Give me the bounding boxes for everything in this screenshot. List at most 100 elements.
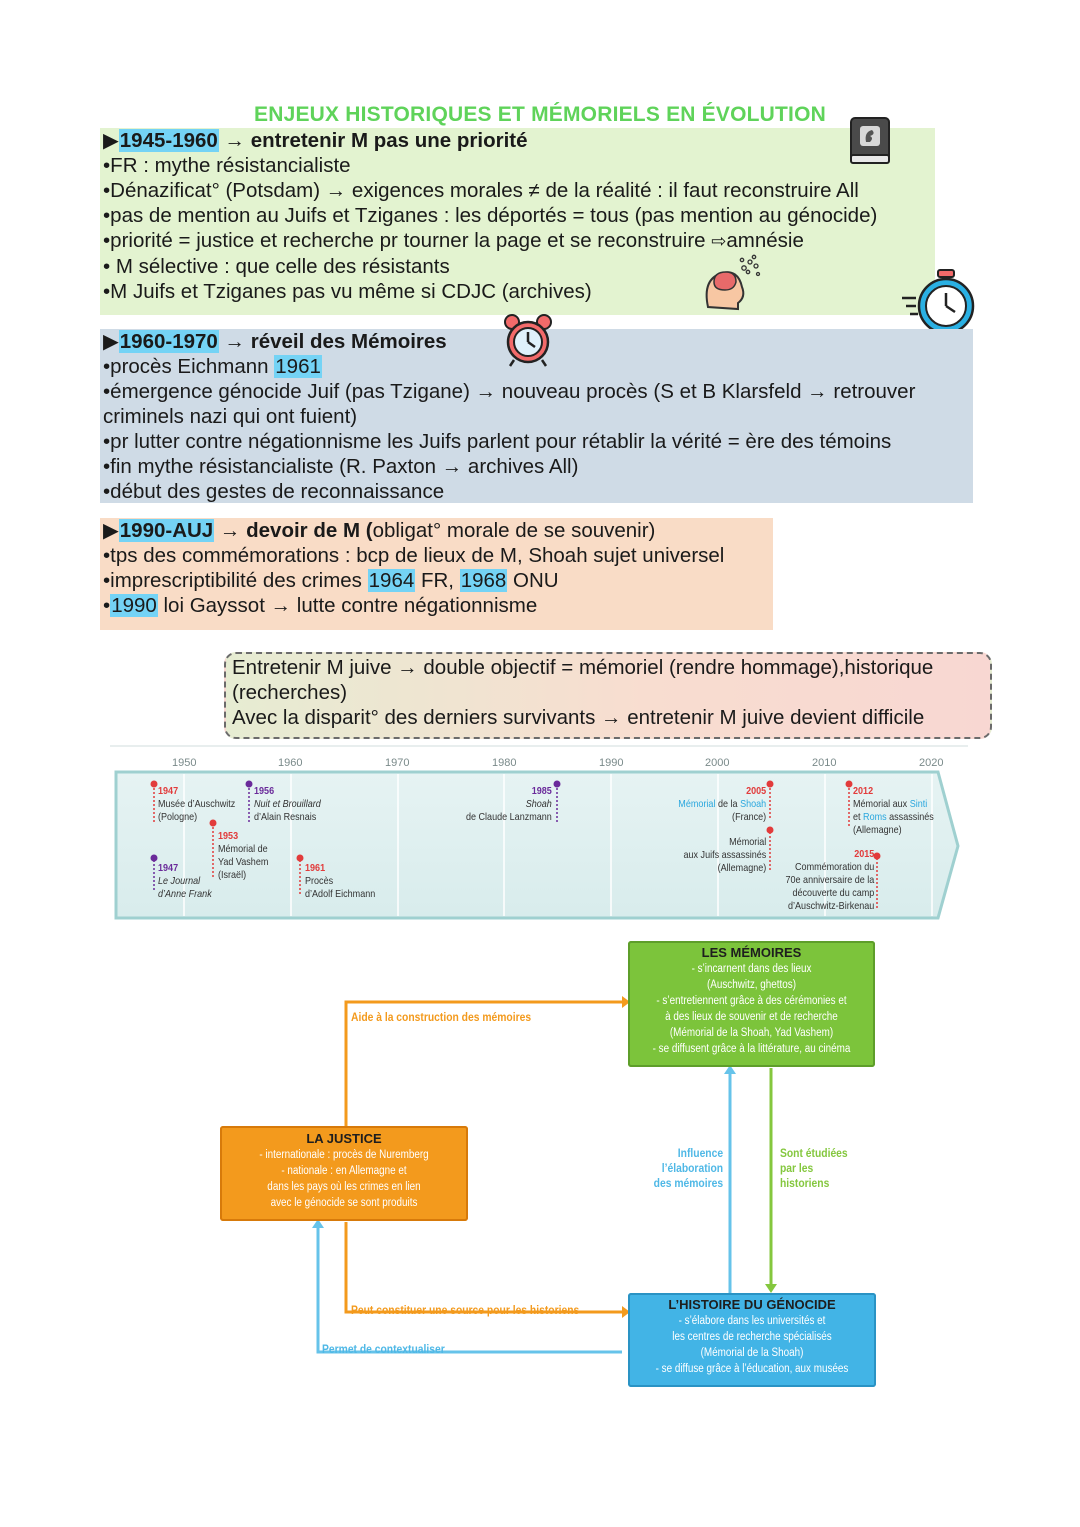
year-highlight: 1961 [274, 355, 322, 378]
line: •pas de mention au Juifs et Tziganes : l… [103, 204, 878, 227]
event-text: Mémorial aux [853, 798, 908, 810]
arrow-label-influence: Influence l’élaboration des mémoires [650, 1146, 723, 1191]
event-text: Mémorial [678, 798, 716, 810]
year-tick: 1950 [172, 757, 197, 769]
event-text: (Allemagne) [717, 862, 766, 874]
stopwatch-icon [902, 269, 975, 335]
event-text: Commémoration du [794, 861, 874, 873]
event-1961-eichmann: 1961 Procès d’Adolf Eichmann [305, 862, 375, 901]
box-line: - s’élabore dans les universités et [678, 1315, 826, 1327]
event-text: (Israël) [218, 869, 247, 881]
label-line: Influence [677, 1146, 724, 1160]
box-title: L’HISTOIRE DU GÉNOCIDE [668, 1297, 836, 1312]
event-2015-commemoration: 2015 Commémoration du 70e anniversaire d… [785, 848, 874, 913]
summary-note: Entretenir M juive → double objectif = m… [224, 652, 992, 739]
event-year: 2012 [853, 785, 874, 797]
box-lines: - s’incarnent dans des lieux (Auschwitz,… [645, 961, 857, 1057]
label-line: par les [780, 1161, 814, 1175]
line: •M Juifs et Tziganes pas vu même si CDJC… [103, 280, 592, 303]
year-tick: 1970 [385, 757, 410, 769]
box-line: les centres de recherche spécialisés [672, 1331, 832, 1343]
event-text: Le Journal [158, 875, 201, 887]
year-highlight: 1968 [459, 569, 508, 592]
section-heading: ▶1945-1960 → entretenir M pas une priori… [103, 129, 528, 152]
line: • M sélective : que celle des résistants [103, 255, 450, 278]
note-line: Avec la disparit° des derniers survivant… [232, 706, 925, 729]
line: •FR : mythe résistancialiste [103, 154, 351, 177]
heading-text: → devoir de M ( [219, 519, 373, 542]
event-memorial-juifs-assassines: Mémorial aux Juifs assassinés (Allemagne… [683, 836, 766, 875]
box-title: LA JUSTICE [306, 1131, 382, 1146]
year-highlight: 1964 [367, 569, 416, 592]
box-lines: - internationale : procès de Nuremberg -… [237, 1147, 450, 1211]
section-heading: ▶1960-1970 → réveil des Mémoires [103, 330, 447, 353]
alarm-clock-icon [504, 314, 552, 367]
event-2005-memorial-shoah: 2005 Mémorial de la Shoah (France) [678, 785, 766, 824]
event-text: d’Alain Resnais [254, 811, 317, 823]
label-line: Sont étudiées [780, 1146, 848, 1160]
event-text: et [853, 811, 861, 823]
arrow-label-contexte: Permet de contextualiser [322, 1342, 445, 1356]
line: •début des gestes de reconnaissance [103, 480, 445, 503]
diagram-arrows [312, 996, 777, 1354]
event-year: 1947 [158, 862, 179, 874]
box-line: - s’incarnent dans des lieux [691, 963, 812, 975]
event-text: Mémorial de [218, 843, 268, 855]
line: •pr lutter contre négationnisme les Juif… [103, 430, 892, 453]
box-title: LES MÉMOIRES [701, 945, 802, 960]
event-text: découverte du camp [792, 887, 874, 899]
event-text: Nuit et Brouillard [254, 798, 321, 810]
memoires-box: LES MÉMOIRES - s’incarnent dans des lieu… [628, 941, 875, 1067]
line: •Dénazificat° (Potsdam) → exigences mora… [103, 179, 859, 202]
label-line: l’élaboration [661, 1161, 724, 1175]
line-text: •priorité = justice et recherche pr tour… [103, 229, 706, 252]
line: •fin mythe résistancialiste (R. Paxton →… [103, 455, 579, 478]
event-text: Mémorial [728, 836, 766, 848]
event-text: (Allemagne) [853, 824, 902, 836]
year-tick: 1990 [599, 757, 624, 769]
event-1953-yad-vashem: 1953 Mémorial de Yad Vashem (Israël) [218, 830, 268, 882]
timeline-top-rule [110, 745, 968, 747]
event-1947-auschwitz: 1947 Musée d’Auschwitz (Pologne) [158, 785, 235, 824]
period-label: 1990-AUJ [118, 519, 215, 542]
event-text: de la [717, 798, 738, 810]
box-line: - s’entretiennent grâce à des cérémonies… [656, 995, 847, 1007]
timeline-band [114, 770, 960, 920]
line-text: FR, [420, 569, 454, 592]
line-text: ONU [513, 569, 559, 592]
box-line: - se diffuse grâce à l’éducation, aux mu… [655, 1363, 849, 1375]
line: •tps des commémorations : bcp de lieux d… [103, 544, 725, 567]
box-line: (Auschwitz, ghettos) [706, 979, 797, 991]
heading-text: → réveil des Mémoires [224, 330, 447, 353]
event-text: Musée d’Auschwitz [158, 798, 236, 810]
box-line: avec le génocide se sont produits [270, 1197, 418, 1209]
event-year: 1953 [218, 830, 239, 842]
box-line: à des lieux de souvenir et de recherche [665, 1011, 838, 1023]
event-text: d’Anne Frank [158, 888, 212, 900]
line: •imprescriptibilité des crimes 1964 FR, … [103, 568, 773, 593]
event-text: d’Auschwitz-Birkenau [787, 900, 874, 912]
period-label: 1945-1960 [118, 129, 219, 152]
event-1985-shoah: 1985 Shoah de Claude Lanzmann [466, 785, 552, 824]
event-text: Sinti [909, 798, 928, 810]
section-heading: ▶1990-AUJ → devoir de M (obligat° morale… [103, 519, 656, 542]
event-year: 1947 [158, 785, 179, 797]
event-year: 1956 [254, 785, 275, 797]
line-text: •imprescriptibilité des crimes [103, 569, 362, 592]
event-1956-nuit-et-brouillard: 1956 Nuit et Brouillard d’Alain Resnais [254, 785, 321, 824]
event-text: aux Juifs assassinés [683, 849, 766, 861]
year-tick: 2010 [812, 757, 837, 769]
year-highlight: 1990 [110, 594, 158, 617]
note-line: Entretenir M juive → double objectif = m… [232, 656, 934, 704]
brain-icon [705, 254, 761, 311]
section-1945-1960: ▶1945-1960 → entretenir M pas une priori… [100, 128, 935, 315]
year-tick: 1980 [492, 757, 517, 769]
arrow-label-aide: Aide à la construction des mémoires [351, 1010, 532, 1024]
event-text: Shoah [525, 798, 552, 810]
event-text: (Pologne) [158, 811, 198, 823]
event-text: de Claude Lanzmann [466, 811, 552, 823]
amnesia-text: amnésie [726, 229, 804, 252]
section-1990-auj: ▶1990-AUJ → devoir de M (obligat° morale… [100, 518, 773, 630]
event-1947-anne-frank: 1947 Le Journal d’Anne Frank [158, 862, 212, 901]
line: •procès Eichmann 1961 [103, 354, 973, 379]
